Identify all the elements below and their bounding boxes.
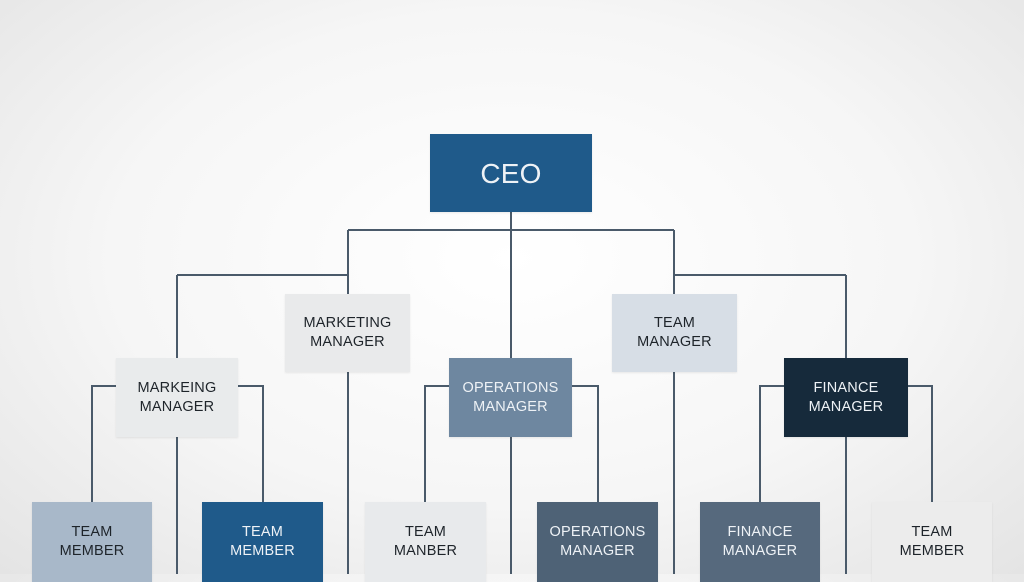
marketing-manager-left-node: MARKEING MANAGER (116, 358, 238, 437)
node-label: MANAGER (637, 334, 712, 350)
finance-manager-bottom-node: FINANCE MANAGER (700, 502, 820, 582)
node-label: MEMBER (59, 543, 125, 559)
operations-manager-node: OPERATIONS MANAGER (449, 358, 572, 437)
node-label: OPERATIONS (462, 379, 559, 396)
node-label: TEAM (241, 524, 284, 540)
node-label: TEAM (911, 524, 953, 540)
node-label: MARKEING (137, 379, 217, 396)
node-label: MANAGER (722, 543, 798, 559)
team-member-node: TEAM MEMBER (202, 502, 323, 582)
node-label: MEMBER (899, 543, 965, 559)
node-label: TEAM (404, 524, 447, 540)
node-label: MANAGER (310, 334, 385, 350)
team-manager-node: TEAM MANAGER (612, 294, 737, 372)
ceo-label: CEO (480, 157, 542, 189)
node-label: MANAGER (473, 398, 548, 415)
node-label: OPERATIONS (549, 524, 646, 540)
node-label: MANAGER (808, 398, 884, 415)
node-label: FINANCE (813, 379, 879, 396)
node-label: FINANCE (727, 524, 793, 540)
operations-manager-bottom-node: OPERATIONS MANAGER (537, 502, 658, 582)
node-label: MARKETING (303, 315, 392, 331)
node-label: MEMBER (230, 543, 295, 559)
ceo-node: CEO (430, 134, 592, 212)
team-member-node: TEAM MEMBER (32, 502, 152, 582)
node-label: MANBER (393, 543, 458, 559)
finance-manager-node: FINANCE MANAGER (784, 358, 908, 437)
team-member-node: TEAM MANBER (365, 502, 486, 582)
node-label: TEAM (71, 524, 113, 540)
team-member-node: TEAM MEMBER (872, 502, 992, 582)
node-label: MANAGER (560, 543, 635, 559)
node-label: TEAM (653, 315, 696, 331)
node-label: MANAGER (139, 398, 215, 415)
marketing-manager-top-node: MARKETING MANAGER (285, 294, 410, 372)
